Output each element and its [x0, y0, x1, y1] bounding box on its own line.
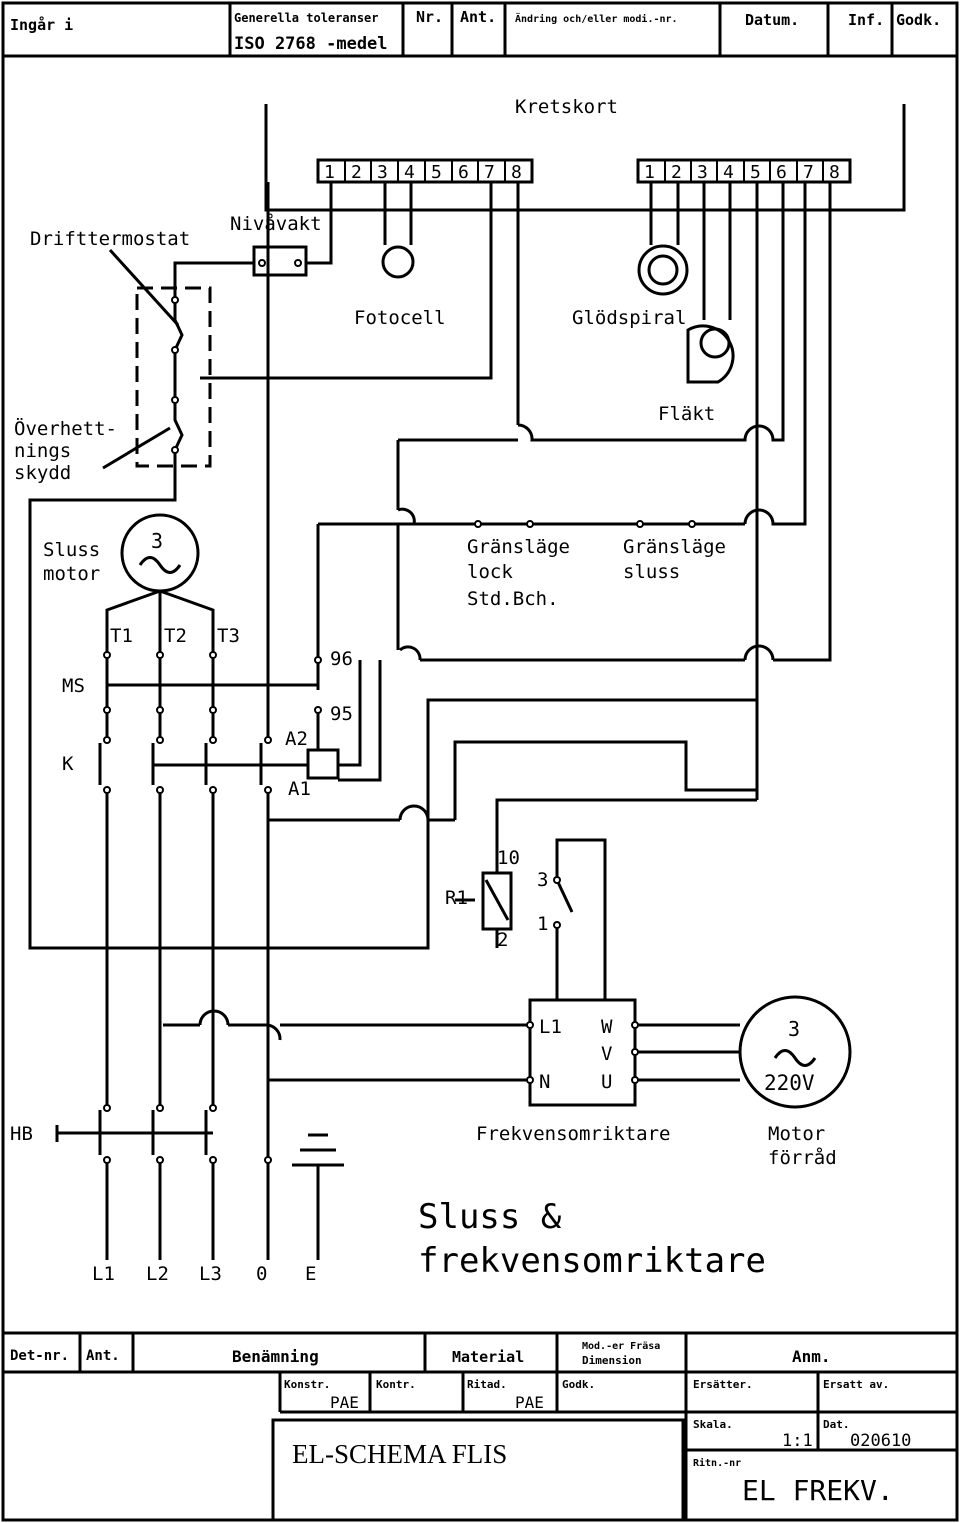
label-granslage-lock-3: Std.Bch. — [467, 588, 559, 610]
terminal-right-2: 2 — [671, 162, 682, 183]
label-r1-2: 2 — [497, 929, 508, 951]
tb-ritad: Ritad. — [467, 1378, 507, 1391]
label-frekvensomriktare: Frekvensomriktare — [476, 1123, 670, 1145]
label-overhett-1: Överhett- — [14, 417, 117, 440]
tb-benamning: Benämning — [232, 1347, 319, 1366]
tb-kontr: Kontr. — [376, 1378, 416, 1391]
label-sluss-motor-1: Sluss — [43, 539, 100, 561]
document-title: EL-SCHEMA FLIS — [292, 1439, 507, 1469]
tb-konstr: Konstr. — [284, 1378, 330, 1391]
terminal-right-8: 8 — [829, 162, 840, 183]
terminal-right-3: 3 — [697, 162, 708, 183]
terminal-left-1: 1 — [324, 162, 335, 183]
terminal-right-1: 1 — [644, 162, 655, 183]
label-kretskort: Kretskort — [515, 96, 618, 118]
header-ant: Ant. — [460, 8, 496, 26]
label-motor-forrad-2: förråd — [768, 1146, 837, 1169]
tb-mod-1: Mod.-er Fräsa — [582, 1341, 660, 1352]
header-andring: Ändring och/eller modi.-nr. — [515, 11, 678, 25]
header-godk: Godk. — [896, 11, 941, 29]
label-granslage-lock-2: lock — [467, 561, 513, 583]
header-ingar: Ingår i — [10, 16, 73, 34]
label-hb: HB — [10, 1123, 33, 1145]
terminal-left-8: 8 — [511, 162, 522, 183]
terminal-left-3: 3 — [377, 162, 388, 183]
tb-mod-2: Dimension — [582, 1354, 642, 1367]
tb-ritnr: Ritn.-nr — [693, 1457, 741, 1469]
label-motor2-voltage: 220V — [764, 1071, 815, 1095]
tb-godk: Godk. — [562, 1378, 595, 1391]
label-fotocell: Fotocell — [354, 307, 446, 329]
terminal-left-4: 4 — [404, 162, 415, 183]
label-t3: T3 — [217, 625, 240, 647]
header-datum: Datum. — [745, 11, 799, 29]
label-a1: A1 — [288, 778, 311, 800]
label-overhett-2: nings — [14, 440, 71, 462]
label-t1: T1 — [110, 625, 133, 647]
label-supply-l3: L3 — [199, 1263, 222, 1285]
label-title-2: frekvensomriktare — [418, 1241, 766, 1281]
label-supply-l2: L2 — [146, 1263, 169, 1285]
tb-ersatt-av: Ersatt av. — [823, 1378, 889, 1391]
terminal-right-5: 5 — [750, 162, 761, 183]
label-fr-n: N — [539, 1071, 550, 1093]
label-ms: MS — [62, 675, 85, 697]
terminal-right-4: 4 — [723, 162, 734, 183]
label-flakt: Fläkt — [658, 403, 715, 425]
label-title-1: Sluss & — [418, 1197, 562, 1237]
label-motor2-phases: 3 — [788, 1017, 800, 1041]
terminal-left-2: 2 — [351, 162, 362, 183]
label-t2: T2 — [164, 625, 187, 647]
label-granslage-lock-1: Gränsläge — [467, 536, 570, 558]
label-r1-10: 10 — [497, 847, 520, 869]
tb-material: Material — [452, 1348, 524, 1366]
tb-skala-value: 1:1 — [782, 1431, 813, 1451]
label-r1-1: 1 — [537, 913, 548, 935]
tb-konstr-value: PAE — [330, 1393, 359, 1412]
tb-ritnr-value: EL FREKV. — [742, 1474, 894, 1507]
header-gen-tol-1: Generella toleranser — [234, 11, 379, 25]
label-96: 96 — [330, 648, 353, 670]
label-supply-e: E — [305, 1263, 316, 1285]
label-supply-0: 0 — [256, 1263, 267, 1285]
label-r1-3: 3 — [537, 869, 548, 891]
tb-detnr: Det-nr. — [10, 1348, 69, 1364]
terminal-right-7: 7 — [803, 162, 814, 183]
tb-dat-value: 020610 — [850, 1431, 911, 1451]
tb-dat: Dat. — [823, 1418, 850, 1431]
tb-ritad-value: PAE — [515, 1393, 544, 1412]
label-fr-v: V — [601, 1043, 612, 1065]
label-fr-u: U — [601, 1071, 612, 1093]
terminal-left-6: 6 — [458, 162, 469, 183]
label-drifttermostat: Drifttermostat — [30, 228, 190, 250]
header-inf: Inf. — [848, 11, 884, 29]
label-95: 95 — [330, 703, 353, 725]
terminal-left-5: 5 — [431, 162, 442, 183]
tb-skala: Skala. — [693, 1418, 733, 1431]
label-glodspiral: Glödspiral — [572, 307, 686, 329]
label-supply-l1: L1 — [92, 1263, 115, 1285]
label-granslage-sluss-1: Gränsläge — [623, 536, 726, 558]
header-nr: Nr. — [416, 8, 443, 26]
terminal-left-7: 7 — [484, 162, 495, 183]
header-gen-tol-2: ISO 2768 -medel — [234, 34, 388, 54]
tb-anm: Anm. — [792, 1347, 831, 1366]
label-granslage-sluss-2: sluss — [623, 561, 680, 583]
tb-ersatter: Ersätter. — [693, 1378, 753, 1391]
label-fr-l1: L1 — [539, 1016, 562, 1038]
label-a2: A2 — [285, 728, 308, 750]
label-nivavakt: Nivåvakt — [230, 212, 322, 235]
label-motor-forrad-1: Motor — [768, 1123, 825, 1145]
label-sluss-motor-2: motor — [43, 563, 100, 585]
label-r1: R1 — [445, 887, 468, 909]
label-fr-w: W — [601, 1016, 613, 1038]
tb-ant: Ant. — [86, 1348, 120, 1364]
terminal-right-6: 6 — [776, 162, 787, 183]
label-motor-phases: 3 — [151, 529, 163, 553]
label-k: K — [62, 753, 74, 775]
label-overhett-3: skydd — [14, 462, 71, 484]
